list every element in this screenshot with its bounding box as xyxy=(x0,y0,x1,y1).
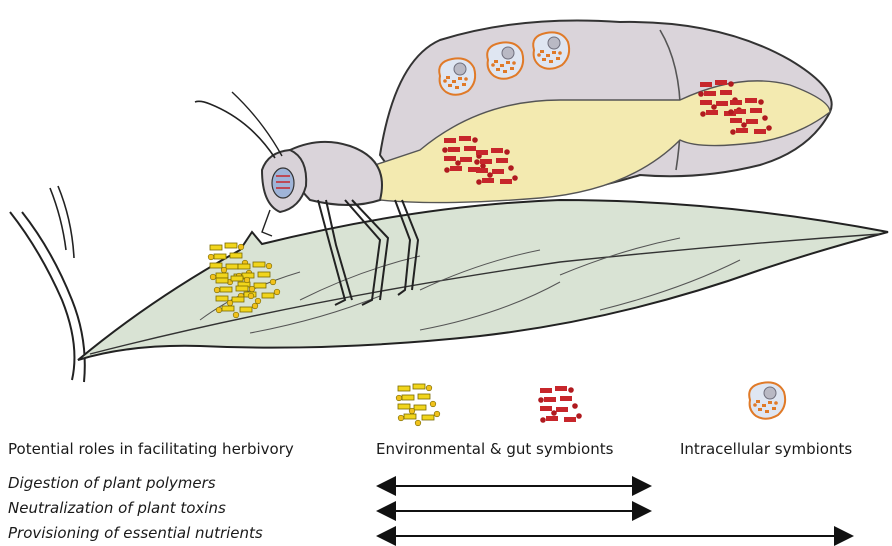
role-span-arrows xyxy=(0,0,892,546)
